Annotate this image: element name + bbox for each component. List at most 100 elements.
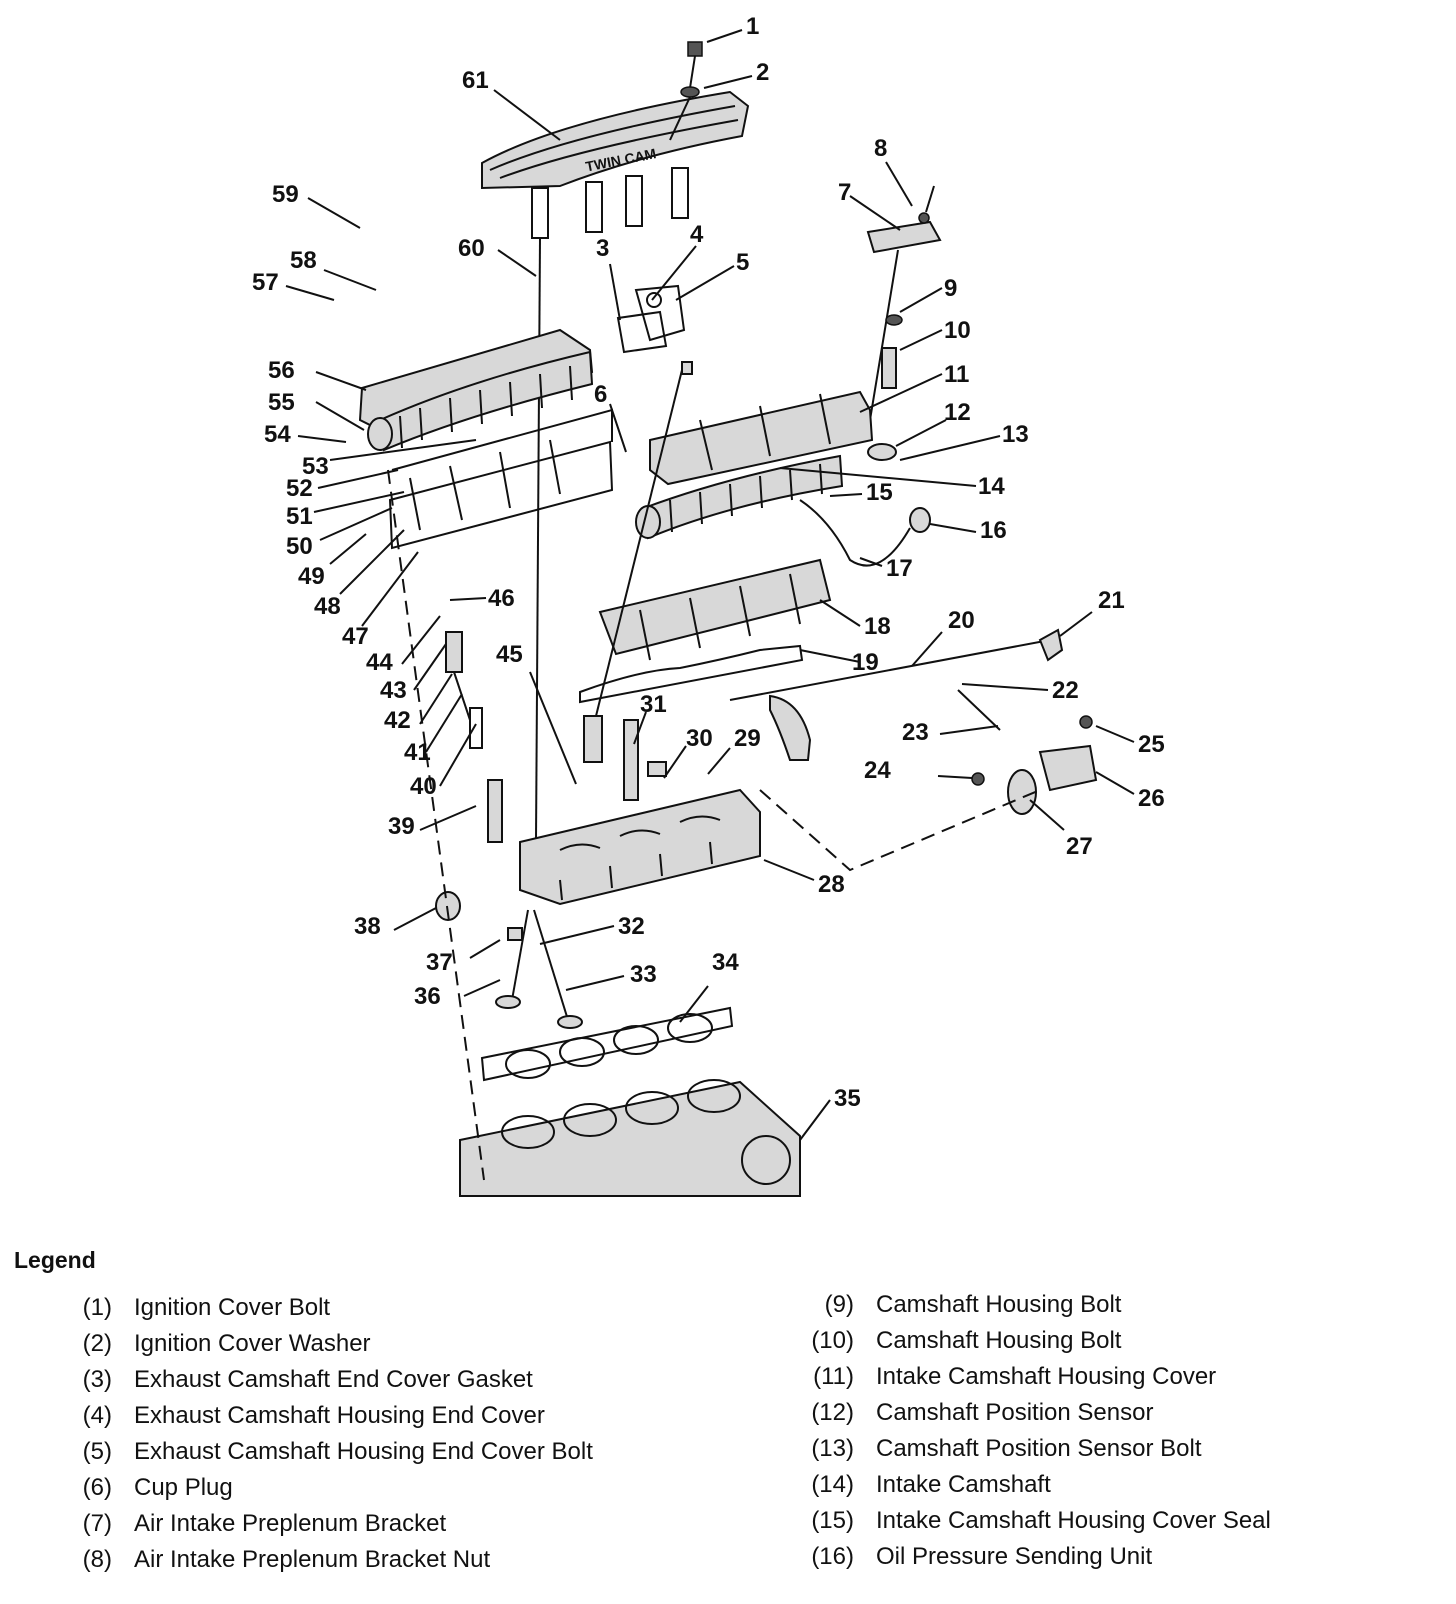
legend-item: (5)Exhaust Camshaft Housing End Cover Bo… [0, 1434, 760, 1470]
engine-block [459, 1079, 801, 1197]
callout-56: 56 [268, 357, 295, 384]
callout-39: 39 [388, 813, 415, 840]
callout-27: 27 [1066, 833, 1093, 860]
alignment-line [759, 789, 1041, 872]
legend-item-label: Intake Camshaft Housing Cover [876, 1363, 1217, 1390]
legend-item-label: Camshaft Position Sensor Bolt [876, 1435, 1202, 1462]
callout-55: 55 [268, 389, 295, 416]
legend-item-number: (15) [811, 1507, 854, 1534]
legend-item-number: (14) [811, 1471, 854, 1498]
callout-22: 22 [1052, 677, 1079, 704]
legend-item-label: Exhaust Camshaft Housing End Cover Bolt [134, 1438, 593, 1465]
legend-item: (8)Air Intake Preplenum Bracket Nut [0, 1542, 760, 1578]
legend-item-number: (1) [82, 1294, 112, 1321]
oil-pressure-line [799, 499, 931, 567]
legend-item-number: (10) [811, 1327, 854, 1354]
callout-20: 20 [948, 607, 975, 634]
legend-item-number: (13) [811, 1435, 854, 1462]
legend-item-number: (4) [82, 1402, 112, 1429]
callout-42: 42 [384, 707, 411, 734]
valves [495, 909, 583, 1029]
callout-21: 21 [1098, 587, 1125, 614]
callout-12: 12 [944, 399, 971, 426]
legend-item-label: Exhaust Camshaft End Cover Gasket [134, 1366, 533, 1393]
legend-item: (15) Intake Camshaft Housing Cover Seal [760, 1503, 1450, 1539]
legend-item-label: Air Intake Preplenum Bracket [134, 1510, 447, 1537]
callout-51: 51 [286, 503, 313, 530]
callout-1: 1 [746, 13, 759, 40]
legend-item-number: (7) [82, 1510, 112, 1537]
camshaft-position-sensor-assembly [729, 628, 1098, 815]
legend-item: (14)Intake Camshaft [760, 1467, 1450, 1503]
callout-10: 10 [944, 317, 971, 344]
legend-item-number: (11) [813, 1363, 854, 1390]
callout-23: 23 [902, 719, 929, 746]
callout-29: 29 [734, 725, 761, 752]
callout-labels: 1 2 3 4 5 6 7 8 9 10 11 12 13 14 15 16 1… [252, 13, 1165, 1112]
exhaust-camshaft-end-cover [616, 284, 686, 354]
legend-item-number: (8) [82, 1546, 112, 1573]
callout-7: 7 [838, 179, 851, 206]
legend-item-number: (16) [811, 1543, 854, 1570]
callout-32: 32 [618, 913, 645, 940]
camshaft-position-sensor [867, 443, 897, 461]
legend-item: (2)Ignition Cover Washer [0, 1326, 760, 1362]
callout-9: 9 [944, 275, 957, 302]
callout-14: 14 [978, 473, 1005, 500]
callout-41: 41 [404, 739, 431, 766]
callout-46: 46 [488, 585, 515, 612]
callout-45: 45 [496, 641, 523, 668]
callout-49: 49 [298, 563, 325, 590]
legend-item: (11) Intake Camshaft Housing Cover [760, 1359, 1450, 1395]
callout-18: 18 [864, 613, 891, 640]
callout-24: 24 [864, 757, 891, 784]
callout-8: 8 [874, 135, 887, 162]
legend-item: (7) Air Intake Preplenum Bracket [0, 1506, 760, 1542]
legend-item: (3) Exhaust Camshaft End Cover Gasket [0, 1362, 760, 1398]
valve-spring-right [583, 361, 693, 763]
legend-item-label: Exhaust Camshaft Housing End Cover [134, 1402, 545, 1429]
callout-17: 17 [886, 555, 913, 582]
air-intake-preplenum-bracket [866, 185, 942, 254]
callout-47: 47 [342, 623, 369, 650]
legend-item: (13) Camshaft Position Sensor Bolt [760, 1431, 1450, 1467]
legend-item-number: (9) [824, 1291, 854, 1318]
legend-item-label: Intake Camshaft Housing Cover Seal [876, 1507, 1271, 1534]
legend-left-column: (1) Ignition Cover Bolt (2)Ignition Cover… [0, 1290, 760, 1578]
legend-item-label: Camshaft Housing Bolt [876, 1291, 1122, 1318]
callout-19: 19 [852, 649, 879, 676]
callout-11: 11 [944, 361, 969, 388]
callout-26: 26 [1138, 785, 1165, 812]
callout-2: 2 [756, 59, 769, 86]
callout-35: 35 [834, 1085, 861, 1112]
callout-13: 13 [1002, 421, 1029, 448]
legend-item: (9) Camshaft Housing Bolt [760, 1287, 1450, 1323]
legend-item-label: Camshaft Housing Bolt [876, 1327, 1122, 1354]
legend-item-label: Cup Plug [134, 1474, 233, 1501]
callout-58: 58 [290, 247, 317, 274]
intake-camshaft-housing-cover [649, 390, 874, 486]
callout-38: 38 [354, 913, 381, 940]
legend-item-label: Camshaft Position Sensor [876, 1399, 1154, 1426]
legend-item: (1) Ignition Cover Bolt [0, 1290, 760, 1326]
legend-item: (6)Cup Plug [0, 1470, 760, 1506]
callout-3: 3 [596, 235, 609, 262]
legend-item: (16) Oil Pressure Sending Unit [760, 1539, 1450, 1575]
legend-item-label: Ignition Cover Bolt [134, 1294, 331, 1321]
leader-lines [285, 29, 1135, 1141]
callout-59: 59 [272, 181, 299, 208]
legend-item: (10) Camshaft Housing Bolt [760, 1323, 1450, 1359]
callout-15: 15 [866, 479, 893, 506]
legend-item-number: (12) [811, 1399, 854, 1426]
callout-6: 6 [594, 381, 607, 408]
legend-item-number: (3) [82, 1366, 112, 1393]
head-gasket [480, 1006, 734, 1082]
callout-33: 33 [630, 961, 657, 988]
legend-item: (12) Camshaft Position Sensor [760, 1395, 1450, 1431]
callout-48: 48 [314, 593, 341, 620]
callout-44: 44 [366, 649, 393, 676]
callout-16: 16 [980, 517, 1007, 544]
legend-item-label: Oil Pressure Sending Unit [876, 1543, 1153, 1570]
callout-34: 34 [712, 949, 739, 976]
callout-36: 36 [414, 983, 441, 1010]
